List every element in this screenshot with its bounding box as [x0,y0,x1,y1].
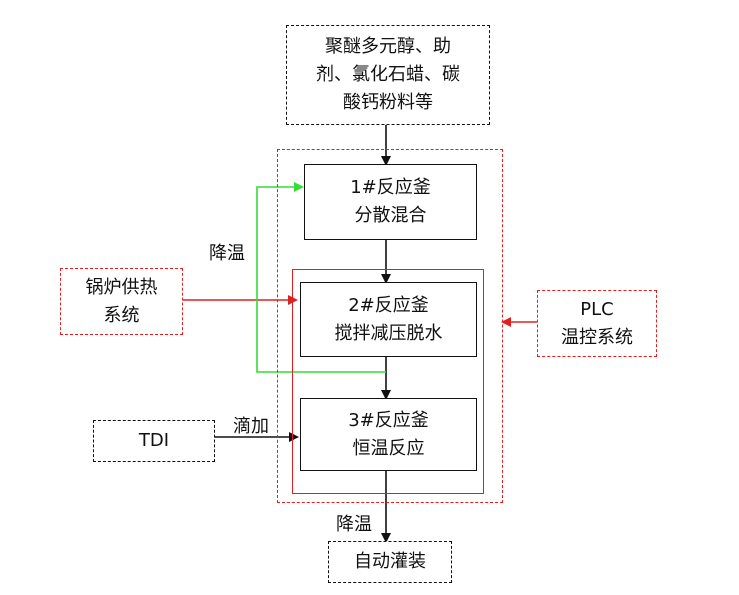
reactor1-process: 分散混合 [354,205,427,226]
boiler-line-2: 系统 [103,304,140,326]
cooling-label-bottom: 降温 [336,514,372,535]
boiler-line-1: 锅炉供热 [85,276,158,298]
plc-system-box: PLC 温控系统 [537,290,657,357]
reactor3-title: 3#反应釜 [348,409,429,431]
reactor2-process: 搅拌减压脱水 [334,322,443,344]
raw-materials-line-3: 酸钙粉料等 [343,92,433,113]
plc-line-1: PLC [580,298,614,320]
raw-materials-line-1: 聚醚多元醇、助 [325,36,451,57]
boiler-system-box: 锅炉供热 系统 [60,268,183,335]
reactor2-box: 2#反应釜 搅拌减压脱水 [300,282,477,357]
cooling-label-top: 降温 [209,243,245,264]
reactor1-box: 1#反应釜 分散混合 [304,164,477,240]
tdi-box: TDI [93,420,215,462]
tdi-label: TDI [138,430,170,451]
raw-materials-box: 聚醚多元醇、助 剂、氯化石蜡、碳 酸钙粉料等 [286,25,490,125]
raw-materials-line-2: 剂、氯化石蜡、碳 [316,64,460,85]
dropwise-label: 滴加 [233,416,269,437]
cooling-loop-line [256,182,386,373]
plc-line-2: 温控系统 [561,326,633,348]
reactor3-process: 恒温反应 [352,437,425,459]
reactor1-title: 1#反应釜 [350,177,431,198]
plc-control-frame [277,149,503,503]
reactor3-box: 3#反应釜 恒温反应 [300,398,477,471]
boiler-heated-frame [292,269,484,494]
auto-filling-box: 自动灌装 [328,541,452,583]
auto-filling-label: 自动灌装 [354,551,426,572]
reactor2-title: 2#反应釜 [348,294,429,316]
